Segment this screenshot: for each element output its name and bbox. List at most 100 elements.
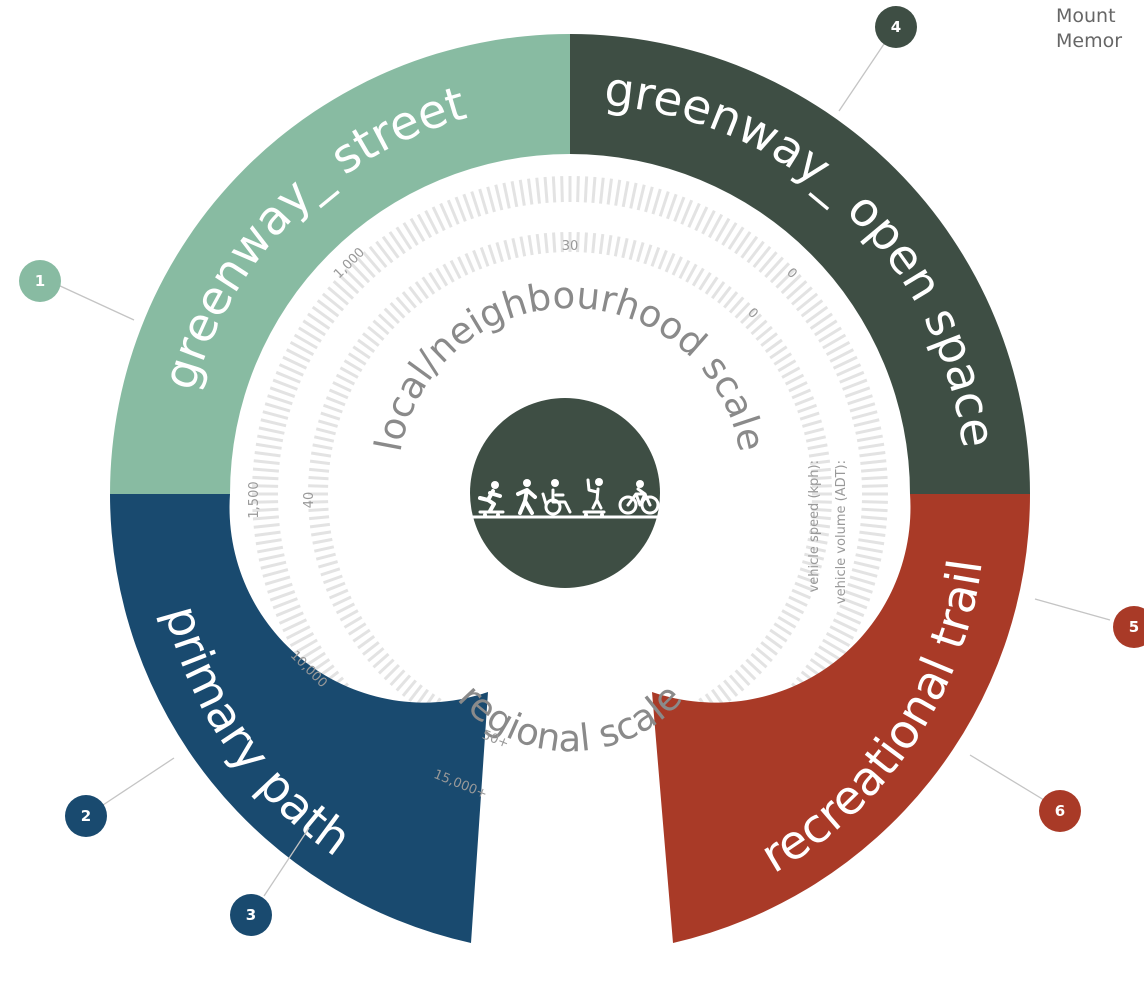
tick-mark [362, 641, 380, 656]
tick-mark [298, 326, 322, 343]
tick-mark [535, 233, 542, 255]
tick-mark [267, 582, 293, 594]
tick-mark [809, 522, 831, 529]
tick-mark [472, 249, 483, 270]
tick-mark [650, 246, 661, 267]
tick-mark [431, 206, 446, 232]
tick-mark [332, 595, 352, 607]
tick-mark [357, 635, 376, 650]
tick-mark [728, 674, 745, 692]
tick-mark [383, 307, 400, 324]
tick-mark [308, 507, 329, 512]
tick-mark [839, 370, 865, 384]
marker-5: 5 [1034, 598, 1144, 648]
tick-mark [414, 281, 429, 300]
tick-mark [503, 239, 512, 260]
tick-mark [322, 403, 343, 414]
tick-mark [773, 622, 793, 636]
tick-mark [791, 286, 813, 306]
tick-mark [811, 484, 832, 488]
marker-3: 3 [230, 827, 310, 936]
tick-mark [519, 236, 527, 257]
tick-mark [495, 241, 504, 263]
tick-mark [552, 232, 557, 253]
tick-mark [527, 234, 534, 256]
tick-mark [832, 618, 858, 633]
tick-mark [859, 451, 886, 458]
tick-mark [320, 567, 341, 577]
tick-mark [860, 515, 888, 521]
tick-mark [454, 196, 467, 222]
tick-mark [855, 553, 882, 562]
tick-mark [252, 475, 279, 481]
tick-mark [293, 333, 318, 350]
tick-mark [658, 191, 670, 217]
tick-mark [810, 467, 831, 473]
tick-mark [853, 560, 880, 570]
tick-mark [849, 575, 876, 586]
tick-mark [769, 262, 790, 284]
tick-mark [527, 178, 534, 205]
tick-mark [328, 588, 349, 600]
tick-mark [560, 232, 564, 253]
tick-mark [401, 679, 417, 697]
corner-note-line-1: Mount [1056, 5, 1116, 27]
tick-mark [808, 530, 830, 537]
tick-mark [809, 312, 833, 330]
tick-mark [551, 176, 557, 203]
tick-mark [264, 402, 291, 413]
tick-mark [666, 193, 678, 220]
tick-mark [708, 213, 724, 239]
tick-mark [781, 366, 801, 379]
tick-mark [402, 222, 419, 246]
tick-mark [262, 410, 289, 420]
tick-mark [859, 530, 886, 537]
tick-mark [740, 307, 757, 324]
tick-mark [734, 231, 752, 255]
tick-mark [372, 319, 390, 336]
tick-mark [372, 652, 390, 669]
tick-mark [262, 568, 289, 578]
tick-mark [282, 618, 308, 633]
tick-mark [814, 319, 838, 337]
tick-mark [377, 313, 395, 330]
tick-mark [315, 552, 336, 561]
tick-mark [487, 244, 497, 265]
tick-mark [312, 537, 333, 545]
tick-mark [272, 378, 298, 391]
tick-mark [352, 345, 371, 360]
tick-mark [510, 181, 519, 208]
tick-mark [858, 442, 885, 450]
tick-mark [613, 236, 621, 257]
tick-mark [829, 348, 855, 363]
tick-mark [769, 628, 788, 643]
tick-mark [728, 296, 745, 314]
tick-mark [339, 366, 359, 379]
tick-mark [264, 575, 291, 586]
tick-mark [591, 176, 597, 204]
tick-mark [822, 638, 847, 655]
tick-mark [367, 647, 385, 663]
tick-mark [714, 217, 731, 242]
tick-mark [678, 259, 691, 280]
tick-mark [598, 233, 605, 255]
tick-mark [576, 176, 580, 203]
tick-mark [746, 240, 765, 264]
tick-mark [785, 280, 808, 300]
vehicle-speed-tick-ring [308, 232, 832, 732]
tick-mark [805, 545, 827, 553]
tick-mark [764, 635, 783, 650]
tick-mark [310, 530, 332, 537]
tick-mark [755, 325, 773, 341]
center-user-icons [470, 398, 660, 588]
wheelchair-icon [541, 479, 572, 516]
tick-mark [591, 233, 597, 254]
tick-mark [606, 178, 613, 205]
tick-mark [388, 231, 406, 255]
tick-mark [325, 581, 346, 592]
tick-mark [439, 202, 453, 228]
tick-mark [844, 386, 871, 398]
tick-mark [740, 664, 757, 681]
tick-mark [502, 182, 511, 209]
